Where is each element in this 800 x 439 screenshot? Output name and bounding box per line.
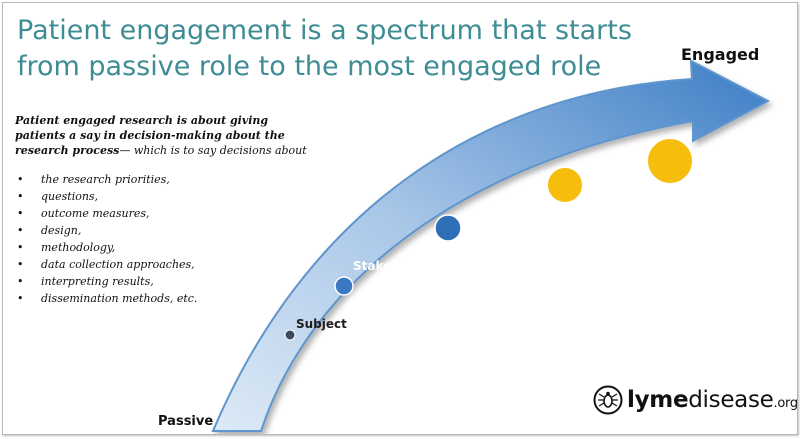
- spectrum-arrow-graphic: [211, 59, 771, 432]
- spectrum-arrow: [211, 59, 771, 432]
- stage-dot-researcher: [646, 137, 694, 185]
- logo-text-bold: lyme: [627, 387, 689, 413]
- intro-bold-text: Patient engaged research is about giving…: [15, 114, 285, 157]
- slide-title: Patient engagement is a spectrum that st…: [17, 15, 632, 82]
- engaged-label: Engaged: [681, 45, 760, 64]
- list-item: dissemination methods, etc.: [15, 290, 197, 307]
- list-item: questions,: [15, 188, 197, 205]
- stage-label-researcher: Researcher: [698, 147, 775, 161]
- stage-label-partner: Partner: [586, 175, 637, 189]
- stage-dot-stakeholder: [334, 276, 354, 296]
- stage-label-consultant: Consultant: [466, 214, 540, 228]
- list-item: interpreting results,: [15, 273, 197, 290]
- list-item: outcome measures,: [15, 205, 197, 222]
- tick-icon: [593, 385, 623, 415]
- stage-dot-consultant: [434, 214, 462, 242]
- passive-label: Passive: [158, 414, 214, 429]
- stage-label-subject: Subject: [296, 317, 347, 331]
- list-item: methodology,: [15, 239, 197, 256]
- list-item: data collection approaches,: [15, 256, 197, 273]
- decision-list: the research priorities, questions, outc…: [15, 171, 197, 307]
- logo-text-suffix: .org: [773, 396, 798, 411]
- stage-label-stakeholder: Stakeholder: [353, 259, 435, 273]
- intro-paragraph: Patient engaged research is about giving…: [15, 113, 315, 158]
- logo-text: lymedisease.org: [627, 387, 798, 413]
- logo-text-regular: disease: [688, 387, 774, 413]
- stage-dot-subject: [284, 329, 296, 341]
- list-item: design,: [15, 222, 197, 239]
- intro-rest-text: — which is to say decisions about: [119, 144, 307, 157]
- stage-dot-partner: [546, 166, 584, 204]
- list-item: the research priorities,: [15, 171, 197, 188]
- lymedisease-logo: lymedisease.org: [593, 385, 798, 415]
